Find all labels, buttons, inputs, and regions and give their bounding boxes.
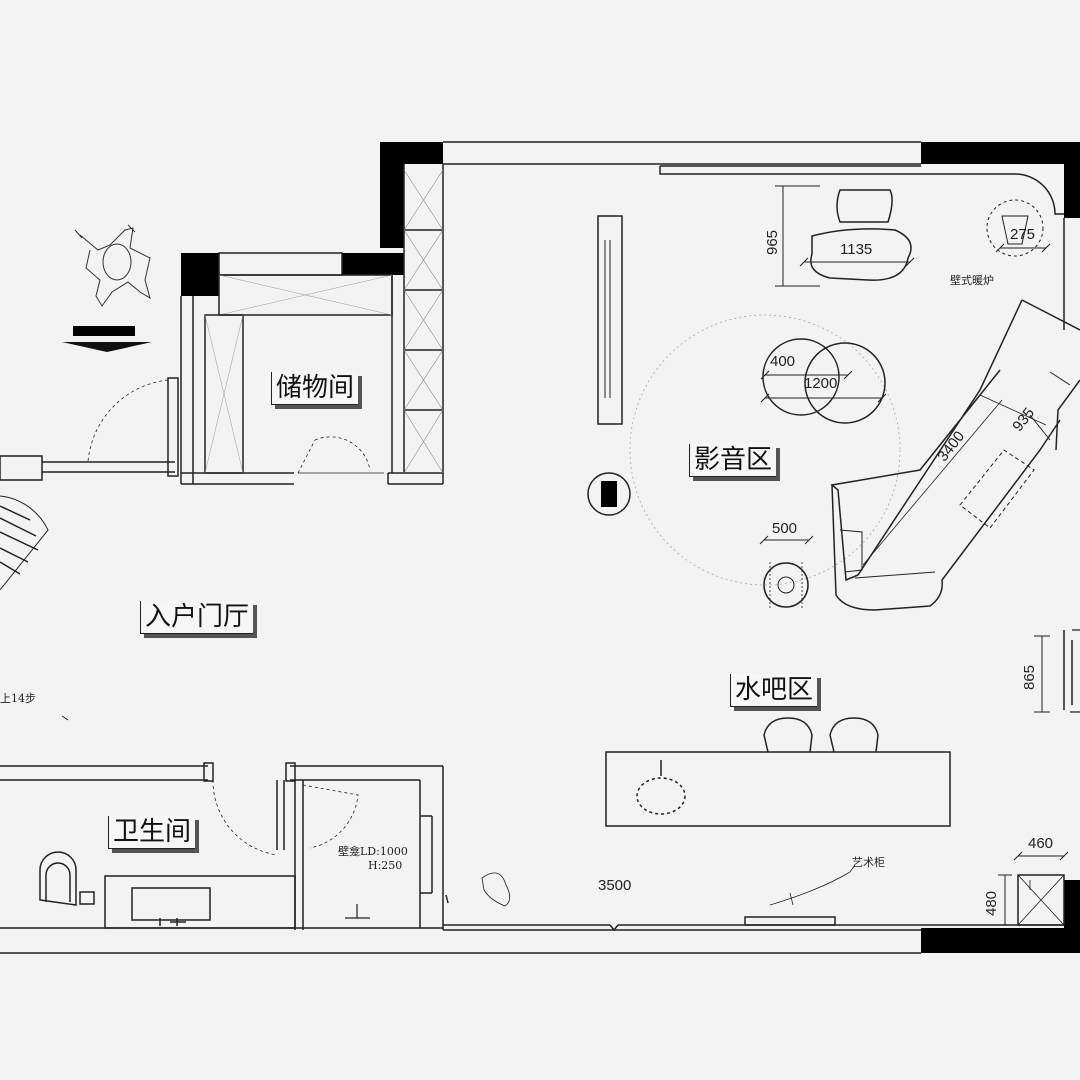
room-label-storage: 储物间 (271, 372, 359, 405)
room-label-entrance: 入户门厅 (140, 601, 254, 634)
wall-blocks (181, 142, 1080, 953)
dim-500: 500 (772, 520, 798, 537)
dim-965: 965 (764, 229, 781, 255)
note-art-cabinet: 艺术柜 (852, 856, 885, 869)
dim-865: 865 (1021, 664, 1038, 690)
right-wall (1017, 218, 1080, 926)
dim-400: 400 (770, 353, 796, 370)
dim-460: 460 (1028, 835, 1054, 852)
entrance-door (0, 224, 179, 481)
dim-3500: 3500 (598, 877, 632, 894)
dim-275: 275 (1010, 226, 1036, 243)
note-fireplace: 壁式暖炉 (950, 274, 994, 287)
room-label-av-zone: 影音区 (689, 444, 777, 477)
bottom-wall (443, 864, 1064, 932)
dimension-lines (759, 185, 1069, 926)
room-label-water-bar: 水吧区 (730, 674, 818, 707)
dim-1135: 1135 (840, 241, 873, 258)
water-bar (605, 717, 951, 827)
note-stairs: 上14步 (0, 692, 36, 705)
note-niche-line2: H:250 (368, 859, 403, 872)
stairs (0, 495, 69, 721)
bathroom (0, 762, 921, 954)
top-wall (443, 141, 1064, 215)
dim-1200: 1200 (804, 375, 838, 392)
storage-room (180, 164, 444, 485)
dim-480: 480 (983, 890, 1000, 916)
room-label-bathroom: 卫生间 (108, 816, 196, 849)
note-niche-line1: 壁龛LD:1000 (338, 845, 408, 858)
av-zone (587, 189, 1080, 611)
